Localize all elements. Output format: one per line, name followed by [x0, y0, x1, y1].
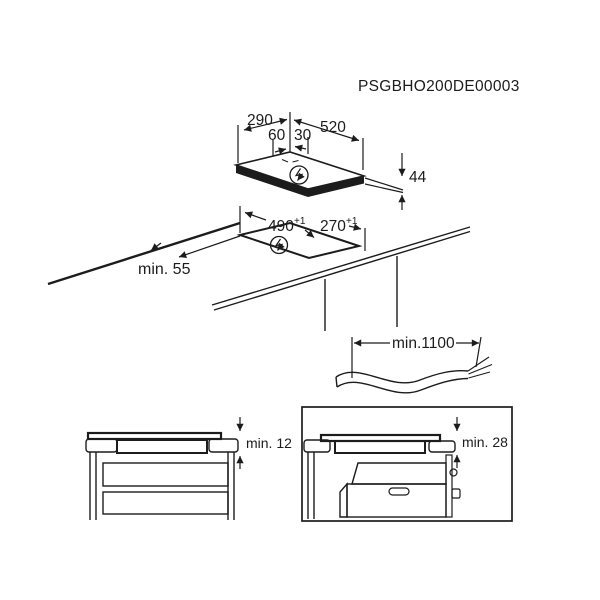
oven-top-panel — [351, 462, 447, 485]
dim-min12: min. 12 — [246, 435, 292, 451]
hob-front-right-edge — [308, 176, 364, 197]
dim-arrow-60 — [274, 147, 287, 155]
cable-exit-mark — [281, 159, 299, 163]
oven-installation-view — [301, 406, 513, 522]
drawer-bottom — [102, 491, 229, 515]
hob-body-under-counter — [334, 440, 426, 454]
worktop-cutout-view — [47, 206, 471, 331]
dim-arrow-270 — [348, 223, 362, 231]
oven-rail-pin — [449, 468, 458, 477]
hob-top-view — [233, 112, 406, 210]
worktop-front-edge-bottom — [213, 230, 471, 311]
oven-drawing — [339, 454, 461, 518]
oven-side-knob — [451, 488, 461, 499]
power-connection-icon-cutout — [269, 235, 289, 255]
dim-30: 30 — [294, 127, 312, 144]
dim-270-tolerance: +1 — [346, 216, 358, 227]
worktop-right-block — [208, 438, 239, 453]
oven-side-rail — [445, 454, 453, 518]
dim-arrow-490 — [244, 211, 267, 221]
document-code: PSGBHO200DE00003 — [358, 78, 520, 95]
dim-60: 60 — [268, 127, 286, 144]
hob-slab-front — [86, 431, 223, 441]
power-connection-icon — [289, 165, 309, 185]
hob-body-under-counter — [116, 439, 208, 454]
worktop-left-block — [303, 439, 331, 453]
dim-290: 290 — [247, 112, 273, 129]
worktop-right-block — [428, 440, 456, 453]
cable-wire-ends — [467, 356, 493, 379]
power-cable-icon — [335, 356, 493, 394]
drawer-top — [102, 462, 229, 487]
dim-arrow-min55-edge — [150, 242, 162, 251]
dim-270: 270 — [320, 218, 346, 235]
ext-line-1100-right — [475, 336, 482, 368]
dim-min55: min. 55 — [138, 261, 191, 278]
dim-min1100: min.1100 — [392, 335, 455, 352]
dim-490: 490 — [268, 218, 294, 235]
dim-520: 520 — [320, 119, 346, 136]
view-frame — [301, 406, 513, 522]
oven-front-panel — [346, 483, 447, 518]
dim-490-tolerance: +1 — [294, 216, 306, 227]
dim-line-520 — [293, 118, 360, 142]
worktop-left-block — [85, 438, 118, 453]
worktop-back-edge — [47, 221, 241, 286]
counter-section-view — [85, 417, 244, 520]
hob-edge-ext-1 — [364, 177, 404, 191]
dim-line-min55 — [178, 235, 241, 259]
hob-front-left-edge — [236, 165, 308, 197]
oven-left-side — [339, 482, 348, 518]
dim-arrow-490-inner — [304, 229, 315, 238]
dim-arrow-30 — [294, 144, 307, 152]
worktop-front-edge-top — [211, 226, 471, 306]
dim-min28: min. 28 — [462, 434, 508, 450]
oven-handle — [388, 487, 410, 496]
hob-edge-ext-2 — [364, 183, 404, 194]
dim-44: 44 — [409, 169, 427, 186]
dim-line-290 — [243, 117, 288, 132]
mains-cable-view — [335, 336, 493, 394]
